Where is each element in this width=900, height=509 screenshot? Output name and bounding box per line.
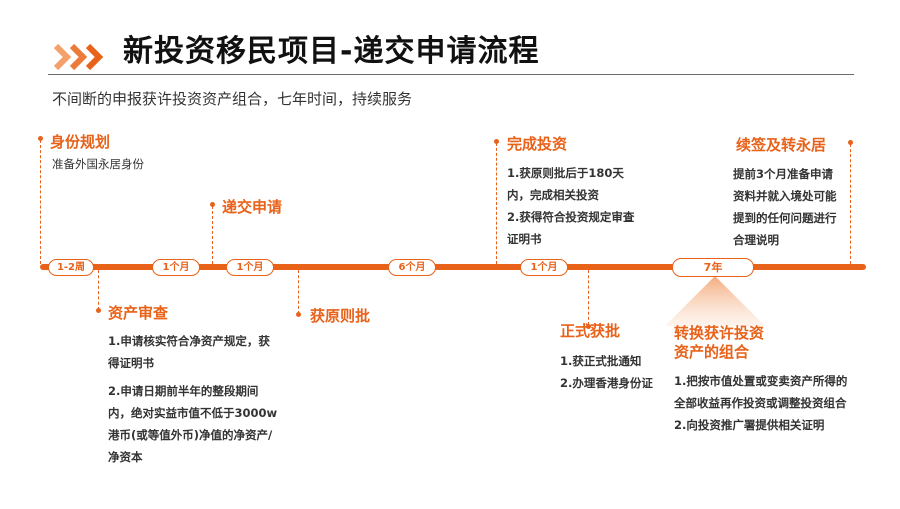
stage-desc-renew-permanent: 提前3个月准备申请资料并就入境处可能提到的任何问题进行合理说明 bbox=[733, 163, 839, 257]
page-title: 新投资移民项目-递交申请流程 bbox=[123, 34, 540, 69]
stage-desc-asset-review: 1.申请核实符合净资产规定，获得证明书 2.申请日期前半年的整段期间内，绝对实益… bbox=[108, 330, 280, 474]
connector-dot bbox=[210, 202, 215, 207]
title-divider bbox=[48, 74, 854, 75]
duration-pill-6: 7年 bbox=[672, 258, 754, 277]
connector-line bbox=[98, 270, 99, 310]
highlight-cone bbox=[665, 276, 765, 326]
connector-line bbox=[40, 140, 41, 264]
duration-pill-5: 1个月 bbox=[520, 259, 568, 276]
stage-title-renew-permanent: 续签及转永居 bbox=[736, 136, 827, 154]
stage-desc-item: 2.获得符合投资规定审查证明书 bbox=[507, 210, 635, 246]
stage-title-submit: 递交申请 bbox=[222, 198, 283, 216]
connector-dot bbox=[494, 139, 499, 144]
chevrons-icon bbox=[53, 43, 104, 71]
stage-desc-item: 1.把按市值处置或变卖资产所得的全部收益再作投资或调整投资组合 bbox=[674, 374, 848, 410]
stage-desc-item: 2.向投资推广署提供相关证明 bbox=[674, 418, 825, 432]
stage-title-identity: 身份规划 bbox=[50, 133, 111, 151]
stage-desc-item: 2.办理香港身份证 bbox=[560, 376, 653, 390]
connector-dot bbox=[586, 324, 591, 329]
page-subtitle: 不间断的申报获许投资资产组合，七年时间，持续服务 bbox=[52, 90, 413, 108]
stage-desc-convert-portfolio: 1.把按市值处置或变卖资产所得的全部收益再作投资或调整投资组合 2.向投资推广署… bbox=[674, 370, 854, 442]
stage-desc-formal-approval: 1.获正式批通知 2.办理香港身份证 bbox=[560, 350, 680, 400]
connector-dot bbox=[296, 312, 301, 317]
stage-title-convert-portfolio: 转换获许投资资产的组合 bbox=[674, 324, 765, 361]
stage-desc-identity: 准备外国永居身份 bbox=[52, 153, 202, 181]
connector-line bbox=[298, 270, 299, 314]
stage-desc-item: 提前3个月准备申请资料并就入境处可能提到的任何问题进行合理说明 bbox=[733, 167, 837, 247]
stage-title-asset-review: 资产审查 bbox=[108, 304, 169, 322]
stage-desc-complete-investment: 1.获原则批后于180天内，完成相关投资 2.获得符合投资规定审查证明书 bbox=[507, 162, 643, 256]
duration-pill-3: 1个月 bbox=[226, 259, 274, 276]
connector-dot bbox=[848, 140, 853, 145]
duration-pill-1: 1-2周 bbox=[48, 259, 94, 276]
stage-title-complete-investment: 完成投资 bbox=[507, 135, 568, 153]
connector-line bbox=[496, 143, 497, 264]
stage-desc-item: 1.获原则批后于180天内，完成相关投资 bbox=[507, 166, 624, 202]
stage-desc-item: 2.申请日期前半年的整段期间内，绝对实益市值不低于3000w港币(或等值外币)净… bbox=[108, 384, 278, 464]
stage-desc-item: 1.申请核实符合净资产规定，获得证明书 bbox=[108, 334, 270, 370]
connector-line bbox=[212, 206, 213, 264]
stage-title-approval-in-principle: 获原则批 bbox=[310, 307, 371, 325]
connector-dot bbox=[38, 136, 43, 141]
stage-title-formal-approval: 正式获批 bbox=[560, 322, 621, 340]
connector-line bbox=[588, 270, 589, 325]
stage-desc-item: 准备外国永居身份 bbox=[52, 157, 144, 171]
connector-line bbox=[850, 144, 851, 264]
duration-pill-4: 6个月 bbox=[388, 259, 436, 276]
connector-dot bbox=[96, 308, 101, 313]
duration-pill-2: 1个月 bbox=[152, 259, 200, 276]
timeline-axis bbox=[40, 264, 866, 270]
stage-desc-item: 1.获正式批通知 bbox=[560, 354, 642, 368]
